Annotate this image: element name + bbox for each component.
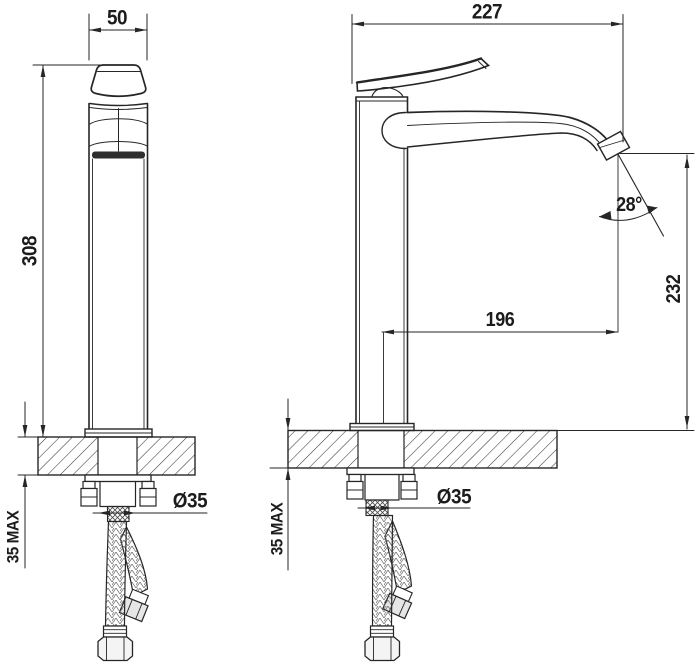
dim-side-depth-label: 227 [471,0,503,24]
side-faucet-body [349,57,631,432]
front-supply-hoses [97,520,150,662]
front-mounting-hardware [80,474,157,523]
dim-side-angle-label: 28° [616,194,642,216]
side-spout-top [406,110,608,140]
front-countertop [17,436,196,476]
front-handle-knob [90,64,147,98]
side-hose-straight [371,514,394,627]
dim-front-hole-diameter-label: Ø35 [172,489,208,513]
side-supply-hoses [364,514,413,662]
front-hose-nut-straight [97,636,134,662]
dim-front-counter-max-label: 35 MAX [3,510,23,564]
front-dimensions [22,13,208,569]
side-mounting-hardware [346,467,418,517]
side-hose-nut-straight [364,636,401,662]
side-view [269,14,695,662]
side-countertop [269,429,695,469]
side-dimensions [285,14,695,571]
dim-front-width-label: 50 [106,6,128,30]
side-spout-nozzle [596,130,631,161]
front-faucet-body [84,64,153,438]
dim-side-counter-max-label: 35 MAX [267,502,287,556]
dim-side-hole-diameter-label: Ø35 [436,485,472,509]
side-spout-boss [381,111,407,150]
dim-side-reach-label: 196 [485,309,515,331]
side-spout-bottom [406,132,598,152]
front-view [17,13,208,662]
dim-side-height-label: 232 [663,274,685,304]
front-hose-straight [104,520,128,627]
front-seal-band [92,151,145,159]
dim-front-height-label: 308 [18,235,42,267]
